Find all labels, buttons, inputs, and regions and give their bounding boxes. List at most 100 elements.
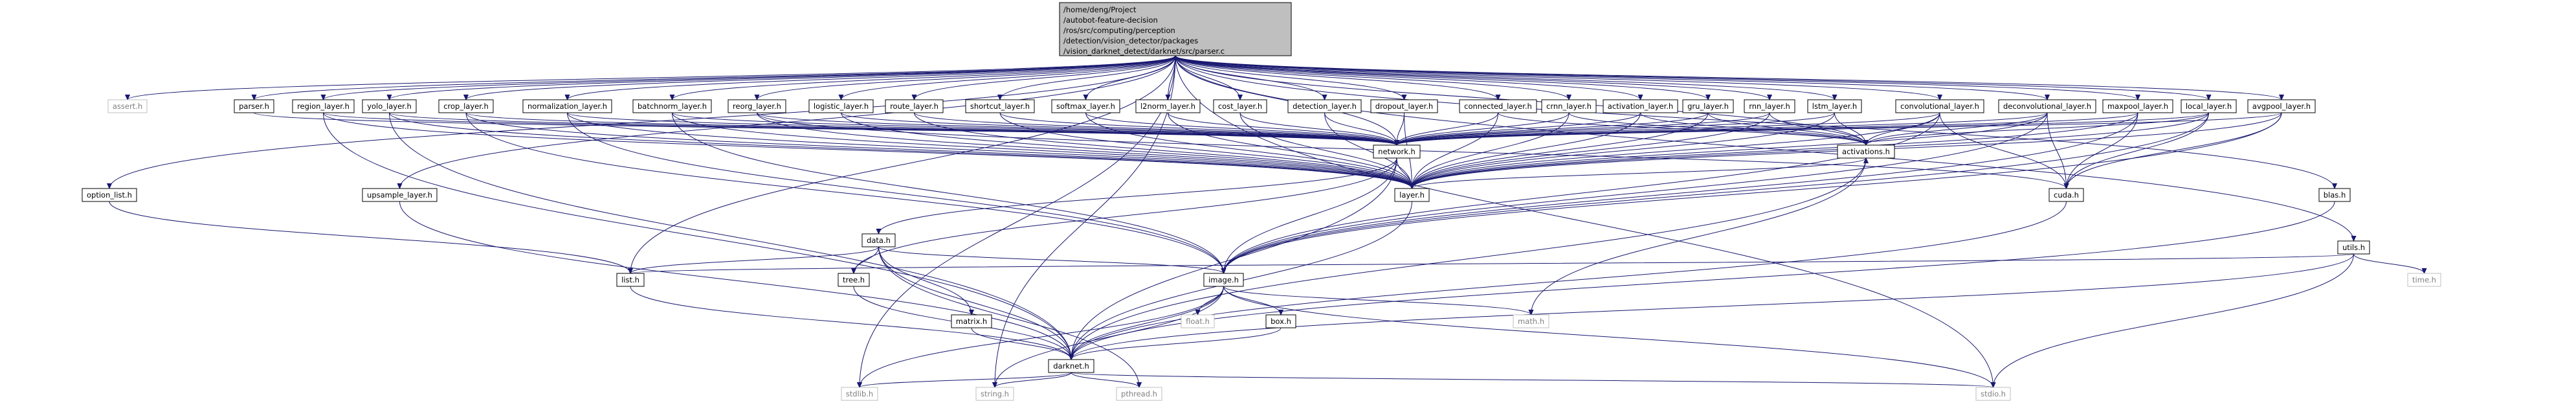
node-matrix[interactable]: matrix.h (951, 314, 992, 328)
node-route-layer[interactable]: route_layer.h (885, 99, 944, 113)
node-label: matrix.h (956, 317, 987, 326)
node-convolutional-layer[interactable]: convolutional_layer.h (1895, 99, 1984, 113)
node-box (292, 99, 355, 113)
edge-convolutional-layer-to-layer (1412, 112, 1940, 189)
node-detection-layer[interactable]: detection_layer.h (1287, 99, 1362, 113)
node-crop-layer[interactable]: crop_layer.h (438, 99, 494, 113)
edge-lstm-layer-to-network (1397, 112, 1835, 145)
node-softmax-layer[interactable]: softmax_layer.h (1051, 99, 1120, 113)
edge-cost-layer-to-layer (1239, 112, 1412, 189)
node-upsample-layer[interactable]: upsample_layer.h (362, 188, 438, 202)
node-lstm-layer[interactable]: lstm_layer.h (1807, 99, 1862, 113)
node-batchnorm-layer[interactable]: batchnorm_layer.h (632, 99, 712, 113)
node-gru-layer[interactable]: gru_layer.h (1682, 99, 1734, 113)
edge-deconvolutional-layer-to-network (1397, 112, 2048, 145)
root-line-2: /autobot-feature-decision (1063, 16, 1158, 25)
node-data[interactable]: data.h (861, 233, 896, 247)
edge-root-to-deconvolutional-layer (1175, 55, 2047, 100)
edge-local-layer-to-activations (1866, 112, 2209, 145)
node-label: shortcut_layer.h (970, 102, 1030, 111)
node-label: reorg_layer.h (733, 102, 781, 111)
edge-root-to-route-layer (915, 55, 1176, 100)
node-label: cost_layer.h (1218, 102, 1262, 111)
node-reorg-layer[interactable]: reorg_layer.h (727, 99, 786, 113)
node-maxpool-layer[interactable]: maxpool_layer.h (2102, 99, 2173, 113)
edge-image-to-stdio (1223, 286, 1993, 387)
edge-blas-to-darknet (1071, 201, 2335, 360)
node-time[interactable]: time.h (2407, 273, 2441, 287)
edge-data-to-list (630, 246, 879, 273)
node-box (2337, 240, 2370, 255)
edge-softmax-layer-to-layer (1085, 112, 1412, 189)
edge-yolo-layer-to-layer (389, 112, 1412, 189)
node-blas[interactable]: blas.h (2318, 188, 2351, 202)
node-math[interactable]: math.h (1513, 314, 1549, 328)
edge-root-to-gru-layer (1175, 55, 1708, 100)
node-label: crnn_layer.h (1546, 102, 1592, 111)
node-label: list.h (621, 275, 639, 284)
edge-data-to-pthread (878, 246, 1140, 387)
node-box (632, 99, 712, 113)
node-utils[interactable]: utils.h (2337, 240, 2370, 255)
node-string[interactable]: string.h (975, 387, 1014, 401)
edge-crop-layer-to-layer (465, 112, 1412, 189)
node-cost-layer[interactable]: cost_layer.h (1213, 99, 1267, 113)
node-image[interactable]: image.h (1203, 273, 1244, 287)
node-box (1203, 273, 1244, 287)
node-avgpool-layer[interactable]: avgpool_layer.h (2247, 99, 2316, 113)
node-float[interactable]: float.h (1181, 314, 1215, 328)
node-cuda[interactable]: cuda.h (2049, 188, 2084, 202)
node-box (2049, 188, 2084, 202)
node-box (107, 99, 148, 113)
node-local-layer[interactable]: local_layer.h (2181, 99, 2237, 113)
node-label: detection_layer.h (1293, 102, 1357, 111)
node-box (885, 99, 944, 113)
node-region-layer[interactable]: region_layer.h (292, 99, 355, 113)
node-label: avgpool_layer.h (2252, 102, 2311, 111)
node-label: float.h (1186, 317, 1210, 326)
edge-softmax-layer-to-network (1085, 112, 1397, 145)
node-network[interactable]: network.h (1373, 144, 1421, 159)
edge-local-layer-to-cuda (2067, 112, 2209, 189)
node-rnn-layer[interactable]: rnn_layer.h (1744, 99, 1795, 113)
node-pthread[interactable]: pthread.h (1116, 387, 1162, 401)
node-label: region_layer.h (297, 102, 350, 111)
node-layer[interactable]: layer.h (1394, 188, 1430, 202)
edge-darknet-to-string (995, 372, 1072, 387)
node-logistic-layer[interactable]: logistic_layer.h (808, 99, 874, 113)
node-option-list[interactable]: option_list.h (82, 188, 137, 202)
node-parser[interactable]: parser.h (234, 99, 274, 113)
node-box[interactable]: box.h (1265, 314, 1296, 328)
node-darknet[interactable]: darknet.h (1048, 359, 1094, 373)
node-shortcut-layer[interactable]: shortcut_layer.h (965, 99, 1035, 113)
node-stdlib[interactable]: stdlib.h (841, 387, 878, 401)
node-yolo-layer[interactable]: yolo_layer.h (362, 99, 417, 113)
node-connected-layer[interactable]: connected_layer.h (1459, 99, 1537, 113)
node-label: stdlib.h (846, 389, 873, 398)
edge-avgpool-layer-to-network (1397, 112, 2282, 145)
edge-activation-layer-to-layer (1412, 112, 1641, 189)
node-tree[interactable]: tree.h (838, 273, 870, 287)
node-crnn-layer[interactable]: crnn_layer.h (1541, 99, 1597, 113)
edge-yolo-layer-to-darknet (389, 112, 1072, 360)
node-activation-layer[interactable]: activation_layer.h (1603, 99, 1678, 113)
edge-route-layer-to-layer (914, 112, 1412, 189)
node-stdio[interactable]: stdio.h (1975, 387, 2011, 401)
edge-layer-to-activations (1412, 158, 1867, 189)
edge-logistic-layer-to-layer (841, 112, 1412, 189)
root-file-node[interactable]: /home/deng/Project /autobot-feature-deci… (1059, 2, 1292, 56)
edge-maxpool-layer-to-layer (1412, 112, 2138, 189)
node-box (1265, 314, 1296, 328)
node-l2norm-layer[interactable]: l2norm_layer.h (1135, 99, 1201, 113)
edge-root-to-option-list (109, 55, 1176, 189)
edge-gru-layer-to-network (1397, 112, 1709, 145)
edge-crop-layer-to-image (465, 112, 1224, 273)
node-assert[interactable]: assert.h (107, 99, 148, 113)
node-list[interactable]: list.h (616, 273, 645, 287)
node-label: connected_layer.h (1464, 102, 1532, 111)
node-activations[interactable]: activations.h (1837, 144, 1895, 159)
node-deconvolutional-layer[interactable]: deconvolutional_layer.h (1998, 99, 2096, 113)
node-dropout-layer[interactable]: dropout_layer.h (1370, 99, 1438, 113)
node-normalization-layer[interactable]: normalization_layer.h (522, 99, 612, 113)
edge-image-to-box (1223, 286, 1282, 315)
